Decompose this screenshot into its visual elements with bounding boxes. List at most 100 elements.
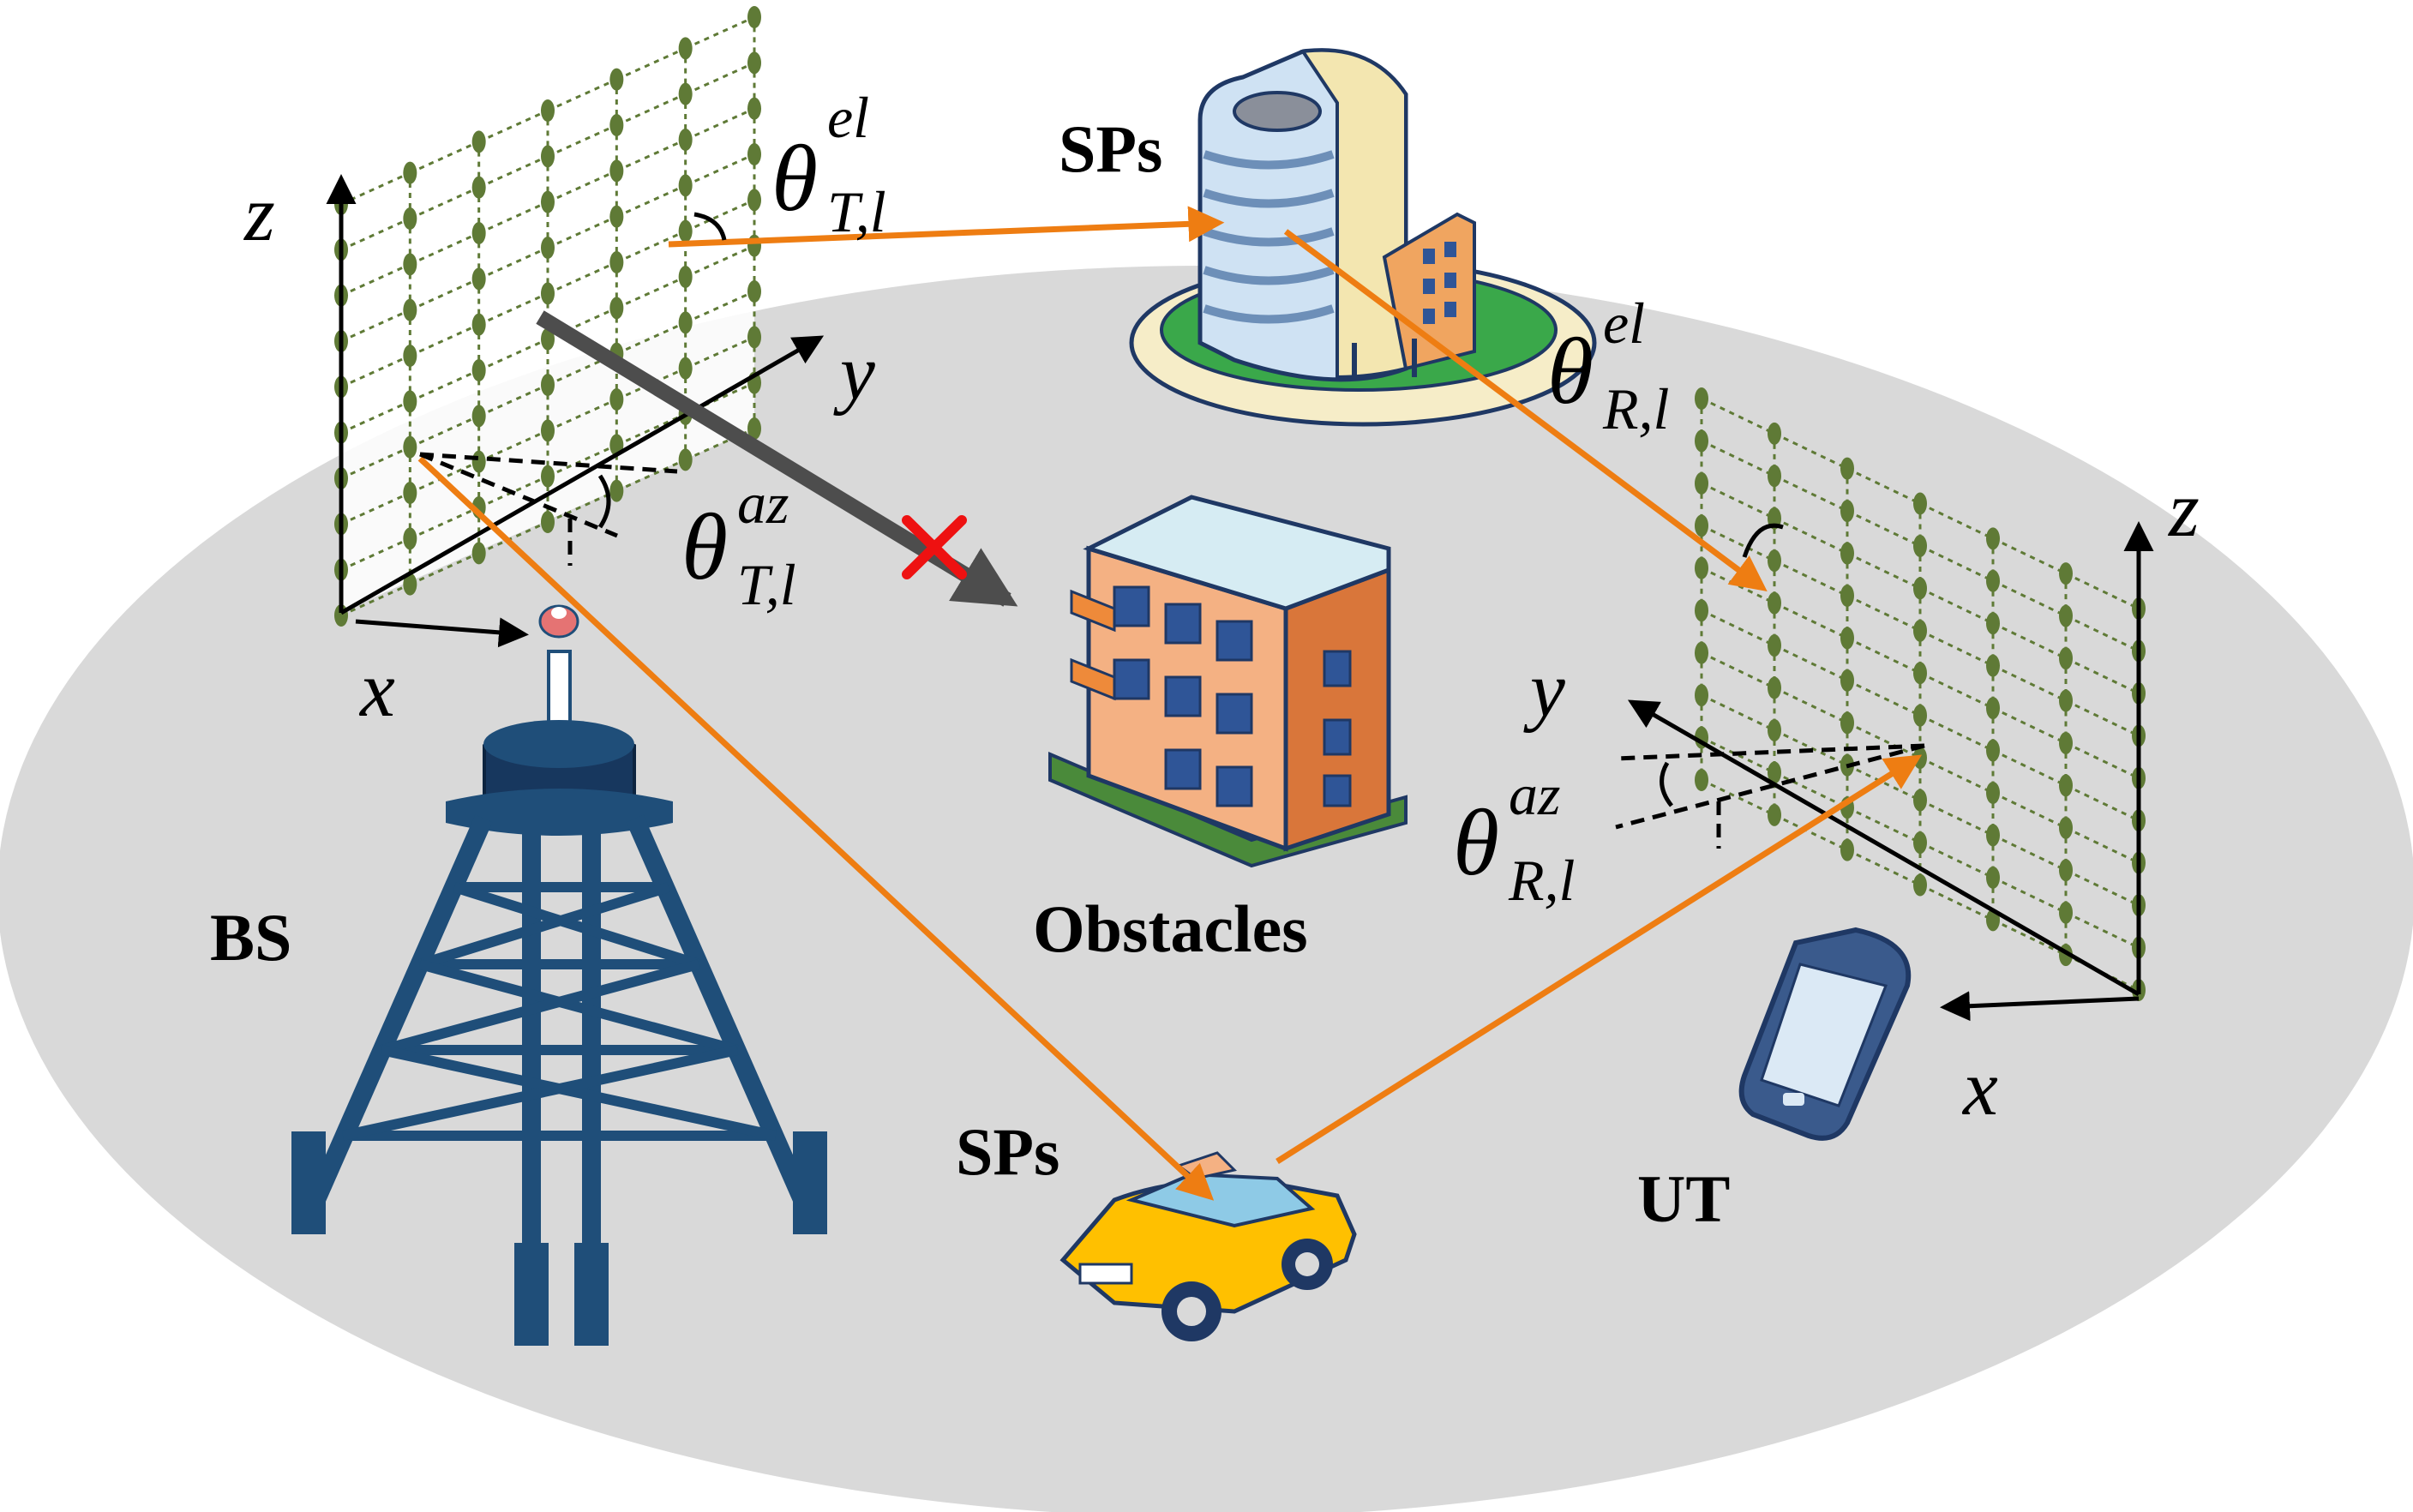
tx-antenna-element [471, 542, 486, 565]
rx-antenna-element [1695, 429, 1708, 453]
tx-antenna-element [747, 280, 761, 303]
svg-text:θ: θ [771, 126, 818, 231]
svg-text:θ: θ [1453, 790, 1499, 895]
ut-label: UT [1637, 1161, 1730, 1236]
base-station-tower [291, 604, 827, 1346]
tx-antenna-element [471, 359, 486, 381]
rx-antenna-element [1768, 549, 1781, 573]
rx-z-axis-label: z [2167, 465, 2200, 553]
rx-antenna-element [1695, 769, 1708, 791]
rx-antenna-element [2059, 731, 2073, 754]
tx-antenna-element [541, 374, 555, 396]
tx-antenna-element [747, 143, 761, 165]
rx-antenna-element [1695, 684, 1708, 707]
tx-antenna-element [747, 97, 761, 120]
rx-antenna-element [1913, 831, 1927, 855]
tx-antenna-element [403, 298, 417, 321]
svg-text:T,l: T,l [737, 552, 796, 617]
rx-antenna-element [1768, 761, 1781, 784]
rx-antenna-element [1986, 739, 2000, 762]
tx-antenna-element [609, 205, 624, 228]
theta-rx-elevation-label: θ el R,l [1547, 291, 1669, 441]
tx-antenna-element [609, 297, 624, 320]
path-building-to-rx [1283, 229, 1768, 592]
rx-antenna-element [1768, 591, 1781, 615]
tx-antenna-element [678, 311, 693, 334]
tx-antenna-element [541, 190, 555, 213]
tx-antenna-element [678, 82, 693, 105]
rx-antenna-element [1986, 824, 2000, 847]
tx-antenna-element [678, 174, 693, 197]
svg-text:T,l: T,l [827, 179, 886, 244]
rx-antenna-element [1986, 569, 2000, 592]
rx-antenna-element [1695, 471, 1708, 495]
tx-antenna-element [747, 326, 761, 349]
svg-text:el: el [1603, 291, 1645, 356]
tx-antenna-element [403, 390, 417, 413]
rx-antenna-element [1986, 866, 2000, 889]
tx-x-axis-label: x [358, 645, 395, 733]
tx-antenna-element [541, 282, 555, 305]
tx-antenna-element [403, 435, 417, 459]
svg-text:R,l: R,l [1602, 376, 1669, 441]
rx-antenna-element [1840, 711, 1854, 735]
svg-text:θ: θ [1547, 319, 1594, 423]
rx-antenna-element [1768, 718, 1781, 741]
rx-antenna-element [1913, 534, 1927, 557]
tx-antenna-element [678, 129, 693, 151]
rx-antenna-element [1768, 634, 1781, 657]
rx-antenna-element [2059, 816, 2073, 839]
rx-antenna-element [1695, 556, 1708, 579]
obstacles-label: Obstacles [1033, 891, 1308, 966]
rx-antenna-element [2059, 604, 2073, 627]
tx-antenna-element [541, 99, 555, 122]
rx-antenna-element [1840, 457, 1854, 480]
scatterer-building [1129, 48, 1597, 427]
tx-antenna-element [471, 267, 486, 291]
rx-antenna-element [2059, 562, 2073, 585]
rx-axes [1627, 521, 2154, 1022]
tx-antenna-element [403, 253, 417, 276]
path-tx-to-car [417, 456, 1215, 1201]
tx-antenna-element [609, 251, 624, 273]
rx-antenna-element [2059, 774, 2073, 797]
tx-antenna-element [471, 130, 486, 153]
rx-antenna-element [1695, 641, 1708, 664]
theta-tx-azimuth-label: θ az T,l [681, 471, 796, 617]
tx-antenna-element [471, 313, 486, 336]
tx-antenna-element [747, 189, 761, 212]
rx-antenna-element [1986, 697, 2000, 720]
tx-antenna-element [609, 114, 624, 136]
tx-antenna-element [541, 419, 555, 442]
tx-antenna-element [678, 219, 693, 243]
tx-antenna-element [678, 37, 693, 60]
rx-antenna-element [1913, 662, 1927, 685]
user-terminal-phone [1738, 927, 1912, 1141]
rx-antenna-element [1986, 527, 2000, 550]
rx-antenna-element [1768, 465, 1781, 488]
rx-antenna-element [1913, 492, 1927, 515]
tx-antenna-element [678, 448, 693, 471]
rx-antenna-element [1986, 782, 2000, 804]
rx-antenna-element [1768, 422, 1781, 445]
rx-angle-markers [1615, 523, 1925, 849]
rx-antenna-element [2059, 901, 2073, 924]
tx-antenna-element [609, 68, 624, 91]
rx-antenna-element [1695, 514, 1708, 537]
rx-antenna-element [1913, 577, 1927, 600]
rx-antenna-element [1840, 669, 1854, 692]
rx-antenna-array [1695, 387, 2146, 1001]
tx-axes [326, 174, 825, 648]
rx-y-axis-label: y [1523, 645, 1565, 733]
rx-antenna-element [1913, 873, 1927, 897]
tx-antenna-element [609, 159, 624, 183]
rx-antenna-element [1913, 619, 1927, 642]
tx-antenna-element [471, 176, 486, 199]
tx-antenna-element [541, 511, 555, 533]
tx-antenna-element [541, 465, 555, 488]
tx-antenna-element [471, 222, 486, 244]
tx-antenna-element [403, 482, 417, 504]
svg-text:el: el [827, 85, 869, 150]
obstacle-building [1048, 495, 1408, 868]
